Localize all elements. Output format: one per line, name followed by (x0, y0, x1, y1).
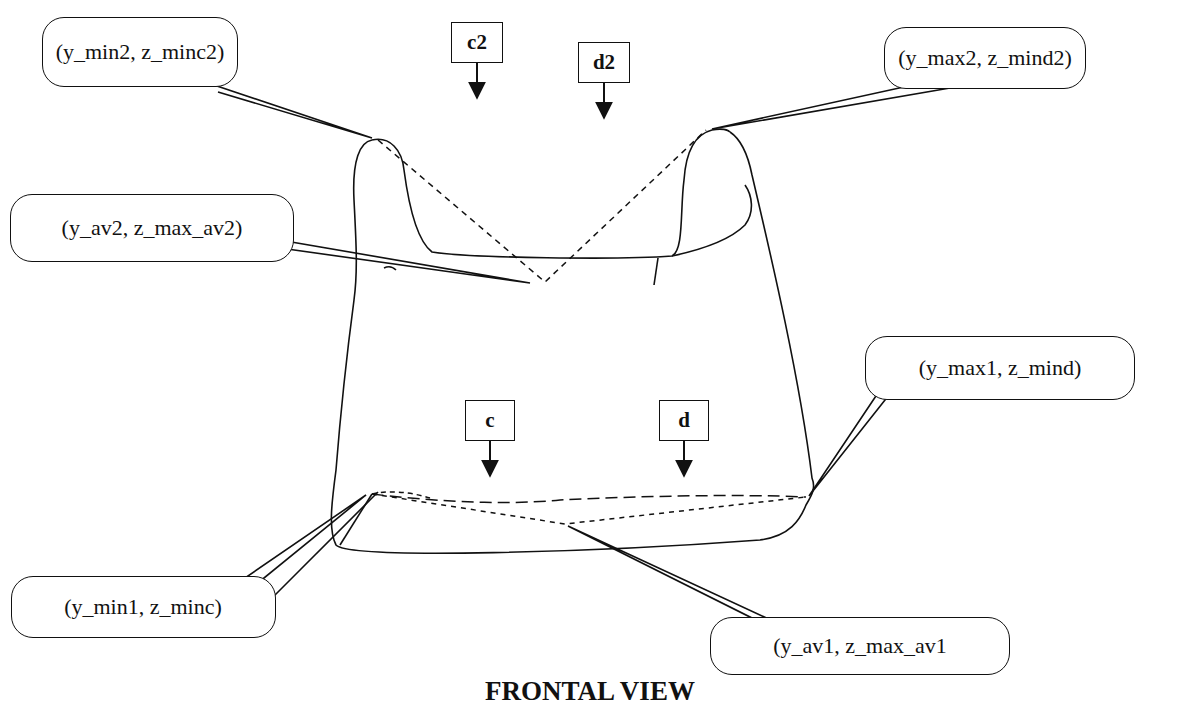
coordinate-callout: (y_max1, z_mind) (865, 336, 1135, 400)
coordinate-callout: (y_max2, z_mind2) (884, 27, 1086, 89)
reference-tag: d (659, 400, 709, 441)
reference-tag: c2 (451, 22, 503, 63)
node-label: (y_av1, z_max_av1 (773, 633, 947, 659)
measurement-lines (372, 130, 806, 524)
node-label: c (485, 408, 494, 433)
coordinate-callout: (y_av2, z_max_av2) (10, 194, 294, 262)
figure-caption: FRONTAL VIEW (485, 676, 695, 707)
node-label: d2 (593, 50, 615, 75)
node-label: d (678, 408, 690, 433)
node-label: (y_min2, z_minc2) (56, 39, 225, 65)
reference-tag: c (465, 400, 515, 441)
coordinate-callout: (y_min1, z_minc) (11, 576, 276, 638)
node-label: (y_max1, z_mind) (919, 355, 1082, 381)
coordinate-callout: (y_av1, z_max_av1 (710, 617, 1010, 675)
node-label: c2 (467, 30, 487, 55)
reference-tag: d2 (578, 42, 630, 83)
callout-tails (205, 78, 950, 628)
coordinate-callout: (y_min2, z_minc2) (42, 17, 239, 87)
tooth-outline (331, 129, 813, 553)
node-label: (y_av2, z_max_av2) (62, 215, 243, 241)
node-label: (y_min1, z_minc) (64, 594, 222, 620)
node-label: (y_max2, z_mind2) (898, 45, 1072, 71)
